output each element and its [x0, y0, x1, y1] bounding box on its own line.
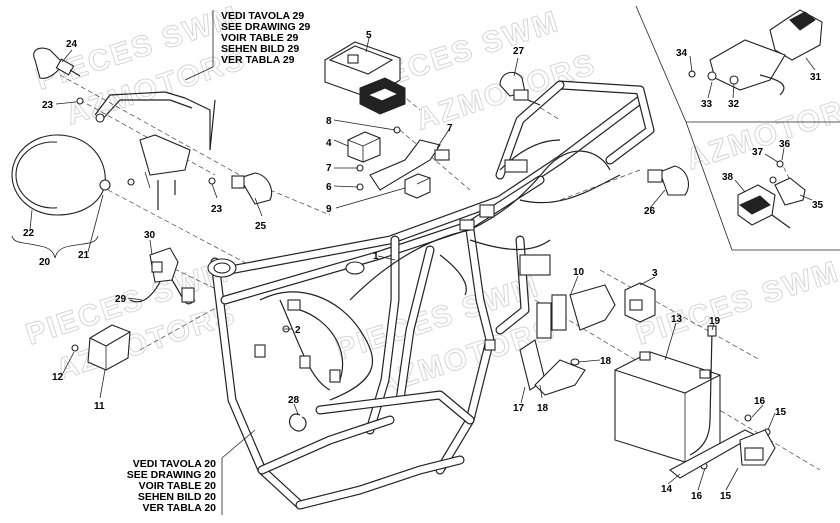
- callout-label: 9: [326, 204, 332, 215]
- callout-label: 29: [115, 294, 127, 305]
- callout-label: 36: [779, 139, 791, 150]
- callout-label: 11: [94, 401, 105, 412]
- callout-label: 7: [326, 163, 332, 174]
- callout-label: 6: [326, 182, 332, 193]
- inset-border: [635, 5, 840, 251]
- front-left-indicator: [33, 47, 81, 79]
- battery-holder: [519, 284, 616, 396]
- relay: [347, 131, 381, 163]
- watermark-line: PIECES SWM: [632, 255, 840, 352]
- callout-label: 15: [720, 491, 732, 502]
- callout-label: 22: [23, 228, 35, 239]
- callout-label: 15: [775, 407, 787, 418]
- note-bottom: VEDI TAVOLA 20 SEE DRAWING 20 VOIR TABLE…: [127, 429, 256, 515]
- wiring-harness: [254, 139, 621, 401]
- note-top-line: VER TABLA 29: [221, 54, 295, 66]
- callout-label: 33: [701, 99, 713, 110]
- callout-label: 37: [752, 147, 764, 158]
- callout-label: 17: [513, 403, 525, 414]
- front-right-indicator: [231, 172, 273, 205]
- callout-label: 18: [537, 403, 549, 414]
- callout-label: 16: [754, 396, 766, 407]
- callout-label: 12: [52, 372, 64, 383]
- callout-label: 20: [39, 257, 51, 268]
- callout-label: 23: [211, 204, 223, 215]
- callout-label: 21: [78, 250, 90, 261]
- callout-label: 2: [295, 325, 301, 336]
- starter-relay: [624, 282, 656, 323]
- rear-left-indicator: [499, 71, 541, 106]
- flasher-relay: [404, 173, 431, 199]
- callout-label: 16: [691, 491, 703, 502]
- note-top-line: SEE DRAWING 29: [221, 21, 310, 33]
- inset-rear-light: [707, 9, 823, 96]
- callout-label: 24: [66, 39, 78, 50]
- callout-label: 19: [709, 316, 721, 327]
- rear-right-indicator: [647, 165, 689, 196]
- note-top: VEDI TAVOLA 29 SEE DRAWING 29 VOIR TABLE…: [184, 10, 310, 81]
- callout-label: 18: [600, 356, 612, 367]
- relay-bracket: [369, 139, 450, 191]
- callout-label: 8: [326, 116, 332, 127]
- group-bracket-20: [11, 235, 99, 259]
- callout-numbers: 24 23 22 21 20 23 25 5 8 4 7 6 9 7 27 26…: [23, 30, 824, 502]
- headlight-assembly: [11, 134, 111, 216]
- callout-label: 4: [326, 138, 332, 149]
- callout-label: 32: [728, 99, 740, 110]
- callout-label: 10: [573, 267, 585, 278]
- battery-strap-bracket: [669, 429, 776, 479]
- note-top-line: VEDI TAVOLA 29: [221, 10, 304, 22]
- callout-label: 1: [373, 251, 379, 262]
- callout-label: 31: [810, 72, 822, 83]
- note-bottom-line: SEHEN BILD 20: [138, 491, 216, 503]
- callout-label: 35: [812, 200, 824, 211]
- frame: [207, 80, 655, 510]
- ecu-module: [324, 41, 406, 115]
- note-bottom-line: SEE DRAWING 20: [127, 469, 216, 481]
- callout-label: 26: [644, 206, 656, 217]
- battery: [614, 351, 721, 463]
- note-bottom-line: VOIR TABLE 20: [139, 480, 217, 492]
- callout-label: 3: [652, 268, 658, 279]
- note-bottom-line: VEDI TAVOLA 20: [133, 458, 216, 470]
- regulator: [87, 324, 131, 371]
- callout-label: 7: [447, 123, 453, 134]
- callout-label: 5: [366, 30, 372, 41]
- callout-label: 25: [255, 221, 267, 232]
- callout-label: 23: [42, 100, 54, 111]
- note-top-line: VOIR TABLE 29: [221, 32, 299, 44]
- inset-plate-light: [737, 177, 806, 229]
- callout-label: 30: [144, 230, 156, 241]
- callout-label: 27: [513, 46, 525, 57]
- callout-label: 28: [288, 395, 300, 406]
- callout-label: 38: [722, 172, 734, 183]
- callout-label: 34: [676, 48, 688, 59]
- ignition-coil: [129, 247, 196, 305]
- note-bottom-line: VER TABLA 20: [142, 502, 216, 514]
- note-top-line: SEHEN BILD 29: [221, 43, 299, 55]
- headlight-bracket: [94, 91, 216, 210]
- battery-cable: [689, 325, 717, 456]
- cable-clip: [288, 413, 307, 432]
- callout-label: 13: [671, 314, 683, 325]
- callout-label: 14: [661, 484, 673, 495]
